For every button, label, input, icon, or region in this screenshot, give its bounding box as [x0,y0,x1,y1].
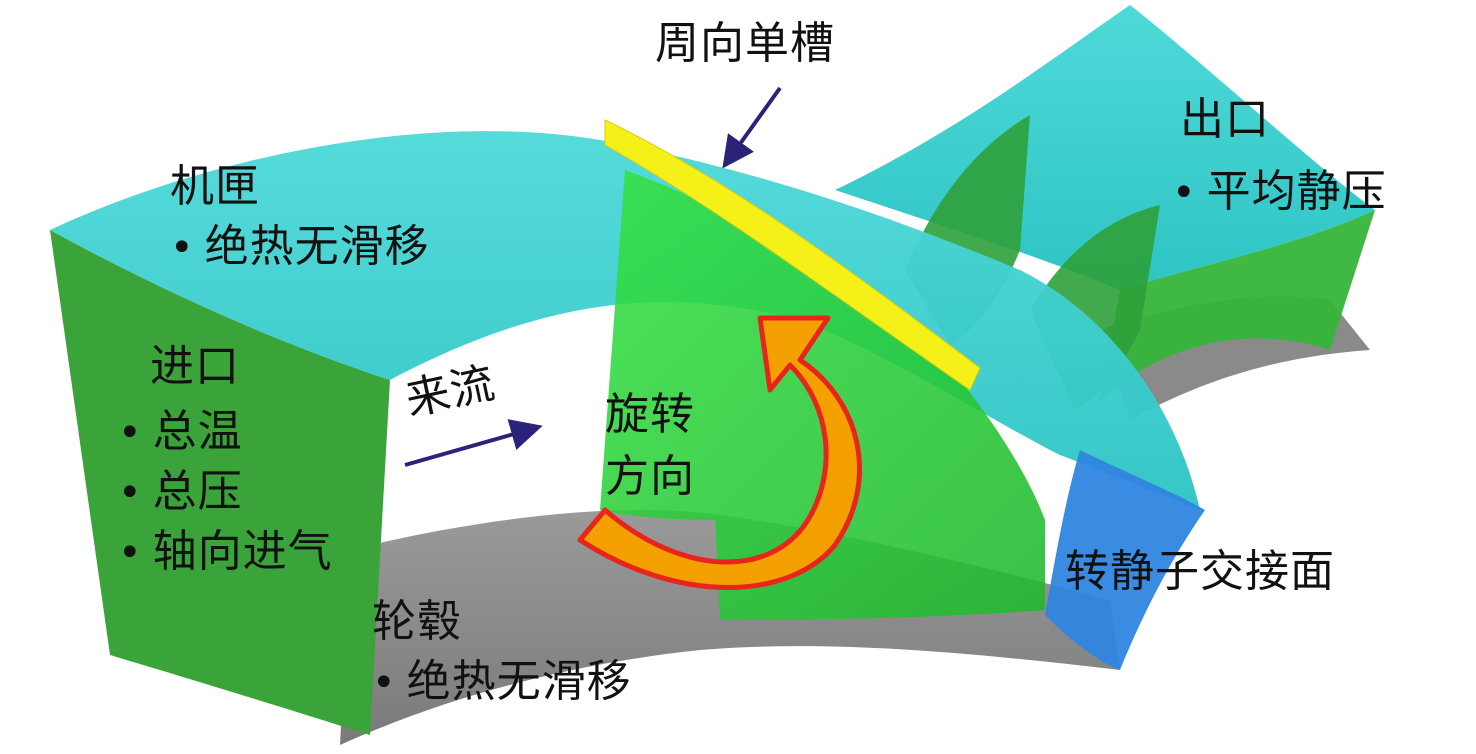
hub-label: 轮毂 [372,596,462,647]
outlet-label: 出口 [1180,94,1270,145]
shroud-label: 机匣 [170,161,260,212]
hub-bc-text: 绝热无滑移 [406,656,632,707]
inlet-bc3-text: 轴向进气 [152,526,333,577]
hub-bc-label: •绝热无滑移 [372,660,632,704]
inflow-arrow [404,419,543,467]
rotation-label-line2: 方向 [605,451,695,502]
interface-surface [1045,450,1205,670]
circumferential-groove [604,119,981,391]
bullet: • [372,660,397,706]
groove-label: 周向单槽 [655,18,835,69]
interface-label: 转静子交接面 [1065,546,1335,597]
inlet-bc2-text: 总压 [152,466,243,517]
outlet-bc-text: 平均静压 [1206,166,1387,217]
bullet: • [1172,170,1197,216]
bullet: • [118,530,143,576]
inlet-bc-axial-inflow: •轴向进气 [118,530,333,574]
inlet-face [50,230,390,735]
inlet-label: 进口 [150,341,240,392]
shroud-surface [50,131,1200,510]
outlet-bc-label: •平均静压 [1172,170,1387,214]
outlet-green-wall [1100,210,1375,400]
bullet: • [170,225,195,271]
inlet-bc-total-temperature: •总温 [118,410,243,454]
bullet: • [118,410,143,456]
rotation-label-line1: 旋转 [605,389,695,440]
shroud-bc-text: 绝热无滑移 [204,221,430,272]
rotation-direction-arrow [577,315,863,590]
groove-pointer-arrow [722,86,782,169]
inlet-bc-total-pressure: •总压 [118,470,243,514]
bullet: • [118,470,143,516]
inlet-bc1-text: 总温 [152,406,243,457]
shroud-bc-label: •绝热无滑移 [170,225,430,269]
